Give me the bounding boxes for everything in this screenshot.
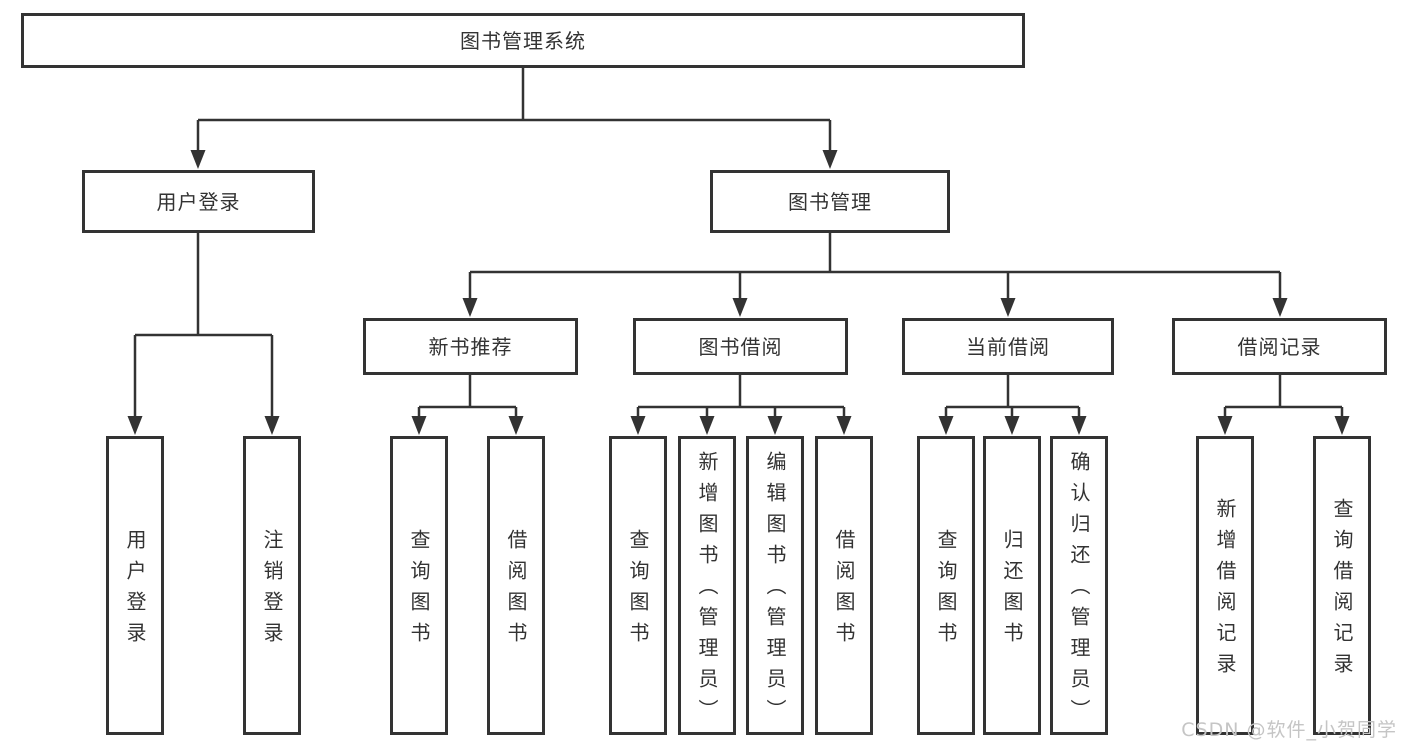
node-user-login: 用户登录 — [82, 170, 315, 233]
node-library-management-system: 图书管理系统 — [21, 13, 1025, 68]
node-current-borrowing: 当前借阅 — [902, 318, 1114, 375]
node-borrowing-records: 借阅记录 — [1172, 318, 1387, 375]
leaf-query-books-current: 查询图书 — [917, 436, 975, 735]
leaf-borrow-books: 借阅图书 — [815, 436, 873, 735]
leaf-borrow-books-recommend: 借阅图书 — [487, 436, 545, 735]
leaf-add-books-admin: 新增图书（管理员） — [678, 436, 736, 735]
node-book-borrowing: 图书借阅 — [633, 318, 848, 375]
leaf-query-books-borrow: 查询图书 — [609, 436, 667, 735]
leaf-logout: 注销登录 — [243, 436, 301, 735]
leaf-edit-books-admin: 编辑图书（管理员） — [746, 436, 804, 735]
leaf-query-books-recommend: 查询图书 — [390, 436, 448, 735]
leaf-user-login: 用户登录 — [106, 436, 164, 735]
leaf-query-borrow-record: 查询借阅记录 — [1313, 436, 1371, 735]
leaf-return-books: 归还图书 — [983, 436, 1041, 735]
node-book-management: 图书管理 — [710, 170, 950, 233]
arrowheads — [127, 150, 1350, 435]
leaf-confirm-return-admin: 确认归还（管理员） — [1050, 436, 1108, 735]
csdn-watermark: CSDN @软件_小贺同学 — [1181, 719, 1397, 741]
node-new-book-recommendation: 新书推荐 — [363, 318, 578, 375]
leaf-add-borrow-record: 新增借阅记录 — [1196, 436, 1254, 735]
